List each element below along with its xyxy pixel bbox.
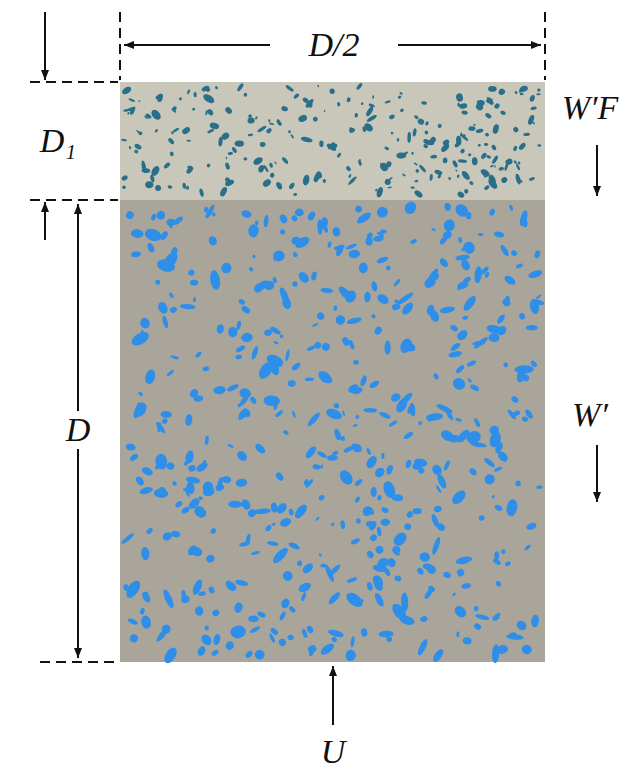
- layer-thickness: D₁: [36, 122, 80, 160]
- filter-grains: [121, 82, 542, 199]
- dimension-lines: [30, 12, 597, 725]
- uplift-force: U: [317, 733, 350, 771]
- soil-weight: W′: [568, 396, 612, 434]
- filter-weight: W′F: [558, 89, 623, 127]
- width-dimension: D/2: [305, 26, 364, 64]
- filter-layer: [120, 82, 545, 200]
- height-dimension: D: [62, 411, 95, 449]
- soil-pores: [120, 200, 545, 666]
- soil-layer: [120, 200, 545, 662]
